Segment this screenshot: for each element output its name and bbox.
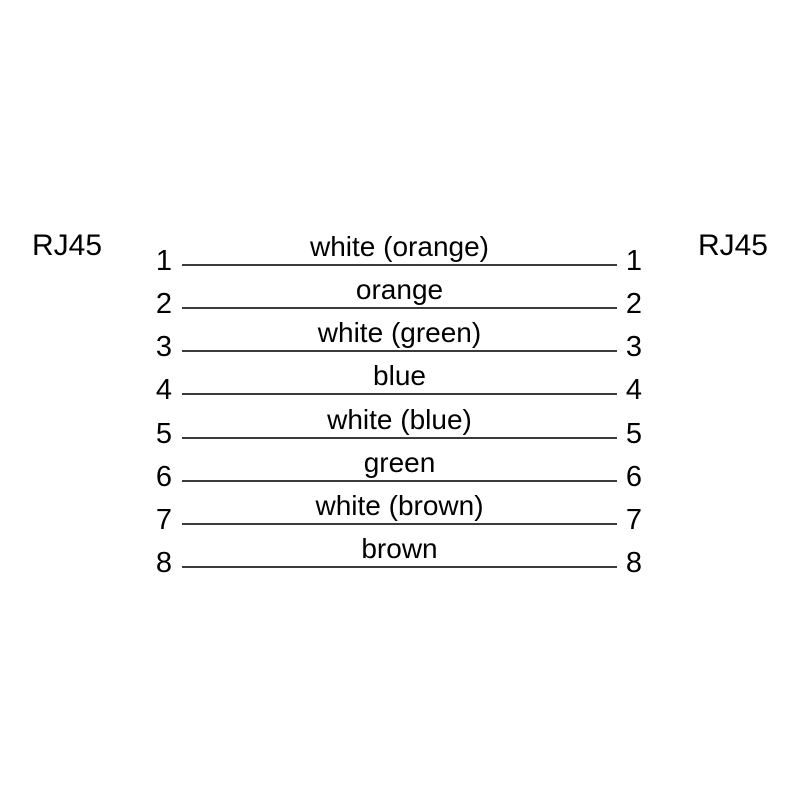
wire-label: blue (373, 360, 426, 391)
pin-number-left: 3 (155, 331, 173, 363)
wire-line (182, 393, 617, 395)
pin-number-right: 8 (625, 547, 643, 579)
pin-number-right: 4 (625, 374, 643, 406)
pin-number-left: 1 (155, 245, 173, 277)
right-connector-label: RJ45 (697, 229, 768, 262)
pin-number-right: 2 (625, 288, 643, 320)
pin-number-right: 6 (625, 461, 643, 493)
wire-line (182, 480, 617, 482)
wire-line (182, 523, 617, 525)
pin-number-left: 7 (155, 504, 173, 536)
wire-line (182, 437, 617, 439)
pin-number-right: 7 (625, 504, 643, 536)
wire-label: white (brown) (315, 490, 484, 521)
left-connector-label: RJ45 (32, 229, 103, 262)
pin-number-left: 5 (155, 418, 173, 450)
pin-number-right: 1 (625, 245, 643, 277)
pin-number-left: 2 (155, 288, 173, 320)
pin-number-left: 4 (155, 374, 173, 406)
wire-line (182, 264, 617, 266)
wire-label: white (blue) (327, 404, 472, 435)
wire-label: brown (361, 533, 438, 564)
wire-line (182, 566, 617, 568)
wire-label: green (363, 447, 436, 478)
pin-number-left: 6 (155, 461, 173, 493)
wire-label: orange (355, 274, 444, 305)
wire-line (182, 350, 617, 352)
wire-label: white (green) (317, 317, 482, 348)
pin-number-right: 5 (625, 418, 643, 450)
pin-number-left: 8 (155, 547, 173, 579)
wire-line (182, 307, 617, 309)
wire-label: white (orange) (310, 231, 489, 262)
pin-number-right: 3 (625, 331, 643, 363)
